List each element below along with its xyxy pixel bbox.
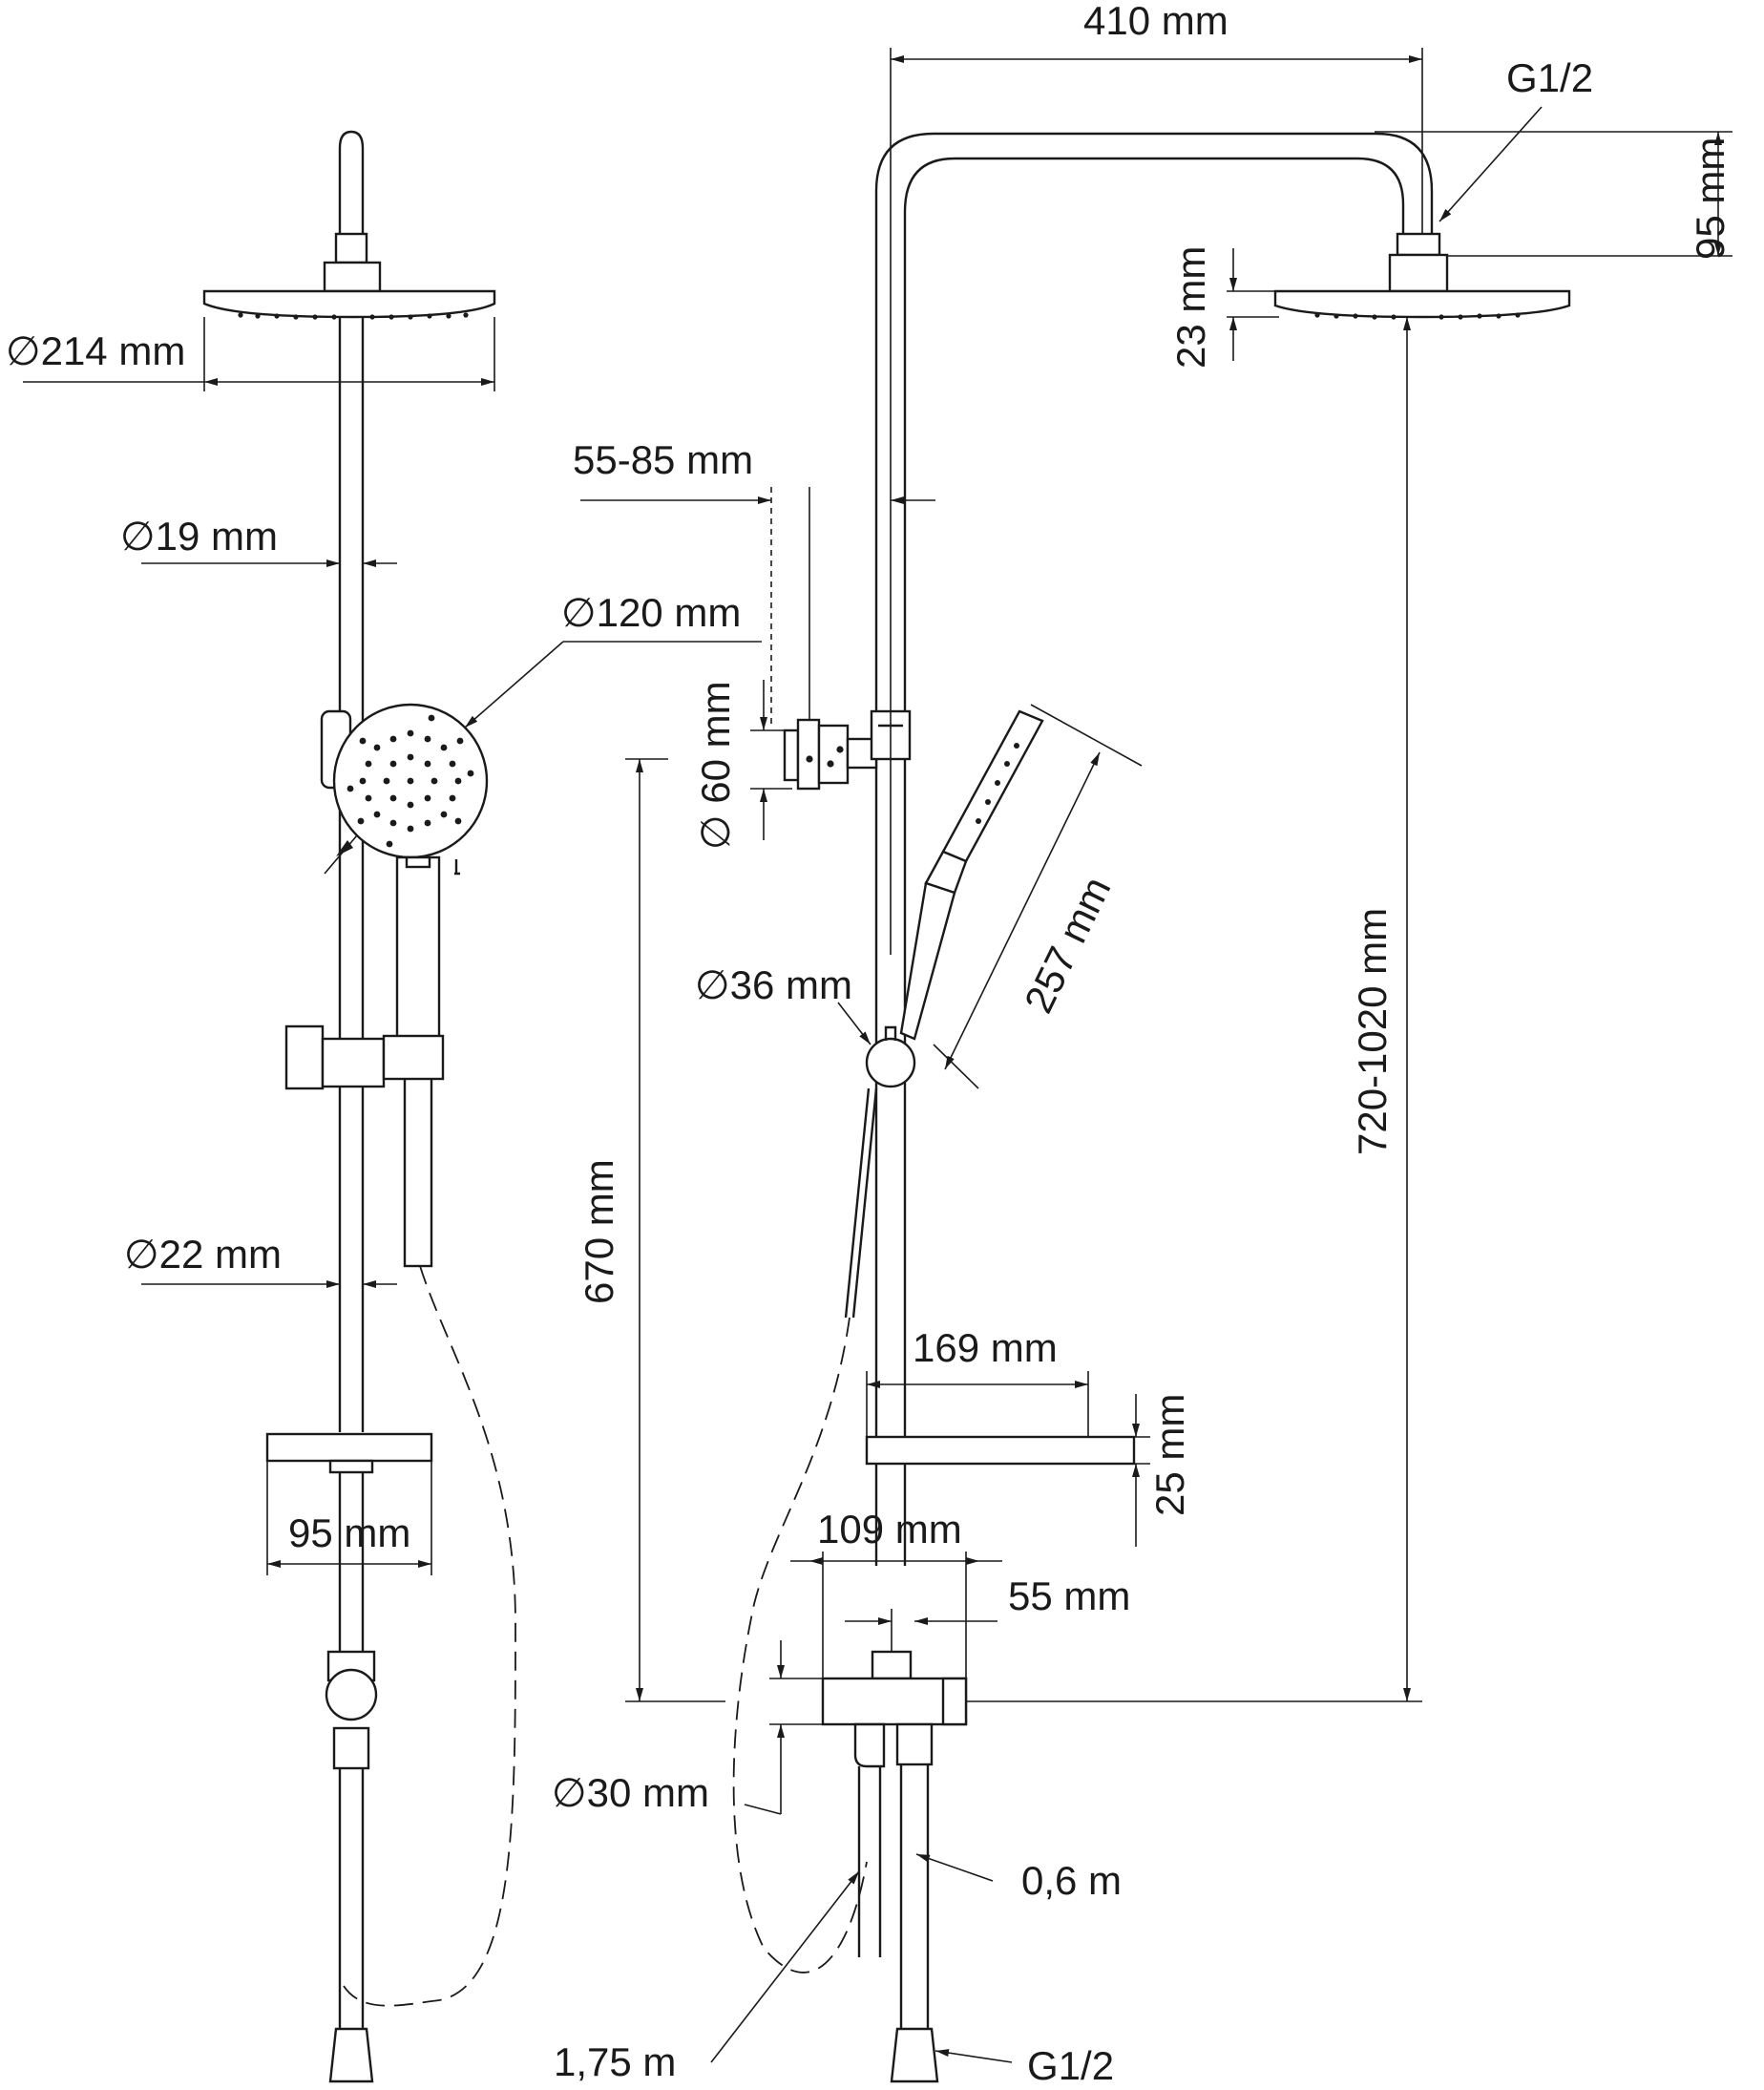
dimension-lines bbox=[23, 48, 1732, 2063]
label-adjust-height: 720-1020 mm bbox=[1350, 908, 1395, 1155]
label-pipe-lower-diameter: ∅22 mm bbox=[124, 1232, 282, 1277]
side-arm-outer bbox=[874, 132, 1434, 1566]
side-bracket-collar bbox=[796, 718, 821, 791]
label-rail-height: 670 mm bbox=[577, 1159, 621, 1304]
front-hose bbox=[343, 1265, 516, 2007]
side-knob-lever bbox=[884, 1025, 897, 1041]
side-supply-fitting bbox=[890, 2027, 939, 2083]
label-mixer-width: 109 mm bbox=[817, 1507, 962, 1552]
label-bracket-diameter: ∅ 60 mm bbox=[693, 681, 738, 850]
label-hose-long: 1,75 m bbox=[554, 2039, 676, 2084]
front-soap-shelf bbox=[265, 1432, 433, 1463]
side-mixer-top bbox=[871, 1650, 913, 1680]
side-diverter-knob bbox=[865, 1037, 916, 1088]
label-mixer-offset: 55 mm bbox=[1008, 1573, 1130, 1618]
front-hand-shower-nozzles bbox=[346, 714, 474, 848]
label-hand-shower-diameter: ∅120 mm bbox=[561, 590, 741, 635]
side-supply-outlet bbox=[895, 1722, 934, 1766]
side-bracket-body bbox=[817, 724, 850, 785]
front-view bbox=[202, 130, 516, 2083]
side-hand-shower-handle bbox=[899, 881, 956, 1041]
front-slider-body bbox=[321, 1037, 386, 1088]
front-handle-cap bbox=[405, 855, 431, 869]
front-supply-fitting bbox=[328, 2027, 374, 2083]
label-hose-short: 0,6 m bbox=[1021, 1858, 1122, 1903]
label-shelf-height: 25 mm bbox=[1147, 1394, 1192, 1516]
label-top-width: 410 mm bbox=[1083, 0, 1228, 43]
front-slider-knob-left bbox=[284, 1024, 325, 1090]
label-connection-bottom: G1/2 bbox=[1027, 2043, 1114, 2085]
front-shelf-mount bbox=[328, 1459, 374, 1474]
front-top-tip bbox=[338, 130, 365, 234]
side-mixer-end bbox=[941, 1677, 968, 1726]
side-head-mount bbox=[1388, 253, 1449, 293]
label-mixer-diameter: ∅30 mm bbox=[552, 1770, 709, 1815]
label-shelf-length: 169 mm bbox=[913, 1325, 1058, 1370]
front-hand-shower-handle bbox=[395, 855, 441, 1039]
label-knob-diameter: ∅36 mm bbox=[695, 962, 852, 1007]
side-arm-nut bbox=[1396, 232, 1441, 257]
side-soap-shelf bbox=[865, 1435, 1136, 1466]
front-slider-clamp bbox=[382, 1034, 445, 1081]
front-lever bbox=[454, 859, 460, 876]
side-overhead-shower bbox=[1273, 289, 1571, 319]
label-wall-distance: 55-85 mm bbox=[573, 437, 753, 482]
front-overhead-nozzles bbox=[238, 312, 469, 320]
front-overhead-shower bbox=[202, 289, 496, 319]
front-mixer-outlet bbox=[332, 1726, 370, 1770]
front-mixer-body bbox=[325, 1668, 378, 1721]
side-hose-outlet bbox=[853, 1722, 886, 1768]
front-top-nut bbox=[334, 232, 368, 264]
front-head-mount bbox=[323, 261, 382, 293]
label-shelf-depth: 95 mm bbox=[288, 1510, 410, 1555]
side-hand-shower-head bbox=[941, 709, 1044, 863]
side-overhead-nozzles bbox=[1314, 312, 1521, 320]
label-arm-height: 95 mm bbox=[1688, 137, 1732, 260]
label-head-thickness: 23 mm bbox=[1168, 246, 1213, 369]
label-pipe-upper-diameter: ∅19 mm bbox=[120, 514, 278, 559]
side-hose-upper bbox=[844, 1087, 878, 1319]
side-arm-inner bbox=[903, 157, 1405, 1566]
label-overhead-diameter: ∅214 mm bbox=[6, 328, 185, 373]
side-view bbox=[732, 132, 1571, 2083]
side-bracket-plate bbox=[783, 728, 800, 782]
label-connection-top: G1/2 bbox=[1506, 55, 1593, 100]
side-hose bbox=[732, 1317, 868, 1974]
